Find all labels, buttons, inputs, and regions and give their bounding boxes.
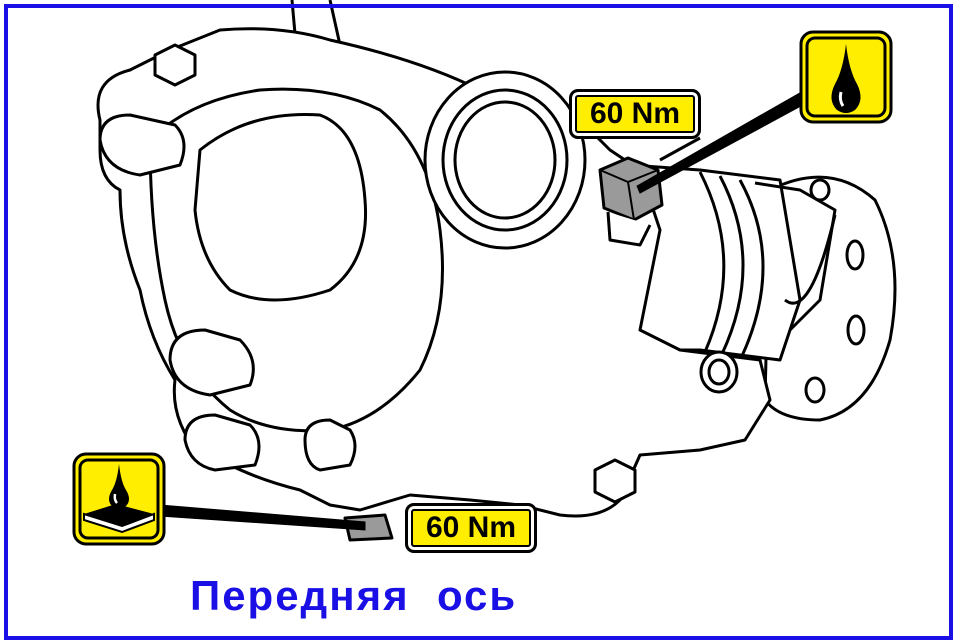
drain-plug-torque-label: 60 Nm — [405, 503, 537, 553]
diagram-caption: Передняя ось — [190, 572, 518, 619]
output-flange — [763, 175, 897, 422]
fill-plug — [598, 156, 664, 247]
sealant-drop-icon — [72, 452, 166, 546]
axle-tube-opening — [423, 70, 587, 250]
leader-lines — [159, 89, 813, 531]
fill-plug-torque-label: 60 Nm — [569, 89, 701, 139]
housing-bolts — [153, 43, 637, 504]
mounting-lugs — [98, 113, 739, 472]
oil-drop-icon — [799, 30, 893, 124]
